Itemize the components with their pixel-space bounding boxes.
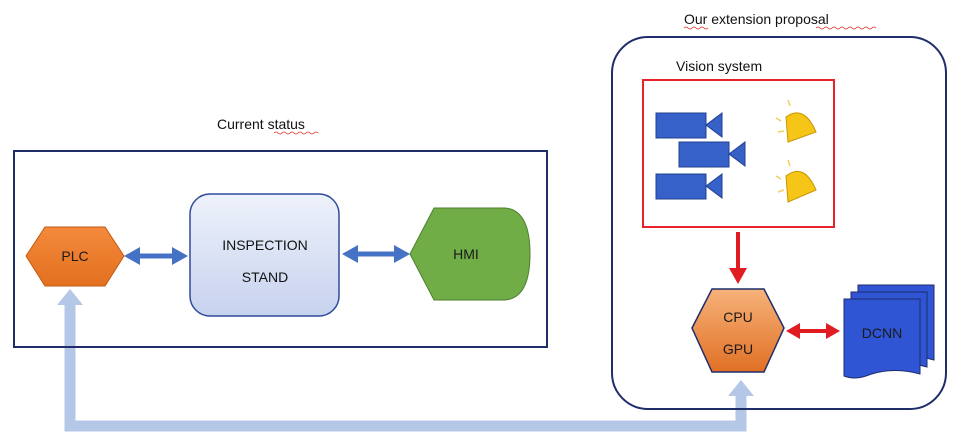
- dcnn-node: [843, 284, 935, 379]
- vision-system-title: Vision system: [676, 58, 762, 74]
- lamp-icon: [775, 159, 817, 203]
- inspection-hmi-arrow-left-head: [342, 245, 358, 263]
- hmi-label: HMI: [453, 246, 479, 262]
- vision-system-box: [642, 79, 835, 228]
- inspection-label-line2: STAND: [242, 269, 288, 285]
- extension-proposal-title: Our extension proposal: [684, 11, 829, 27]
- cpu-gpu-node: [691, 288, 785, 373]
- plc-inspection-arrow-left-head: [124, 247, 140, 265]
- extension-proposal-frame: [611, 36, 947, 410]
- inspection-stand-node: [189, 193, 340, 317]
- inspection-label-line1: INSPECTION: [222, 237, 308, 253]
- camera-icon: [678, 141, 746, 168]
- dcnn-label: DCNN: [862, 325, 902, 341]
- hmi-node: [409, 207, 531, 301]
- plc-label: PLC: [61, 248, 88, 264]
- current-status-title: Current status: [217, 116, 305, 132]
- inspection-hmi-arrow-right-head: [394, 245, 410, 263]
- feedback-arrow: [64, 304, 747, 432]
- spellcheck-underline-status: [273, 131, 319, 135]
- spellcheck-underline-proposal: [815, 26, 877, 30]
- lamp-icon: [775, 99, 817, 143]
- feedback-arrow-head-plc: [57, 289, 83, 305]
- plc-inspection-arrow-right-head: [172, 247, 188, 265]
- cpu-dcnn-arrow-left-head: [786, 323, 800, 339]
- gpu-label: GPU: [723, 341, 753, 357]
- feedback-arrow-head-cpu: [728, 380, 754, 396]
- cpu-label: CPU: [723, 309, 753, 325]
- camera-icon: [655, 173, 723, 200]
- cpu-dcnn-arrow-right-head: [826, 323, 840, 339]
- spellcheck-underline-our: [683, 26, 709, 30]
- camera-icon: [655, 112, 723, 139]
- vision-to-cpu-arrow-head: [729, 268, 747, 284]
- current-status-frame: [13, 150, 548, 348]
